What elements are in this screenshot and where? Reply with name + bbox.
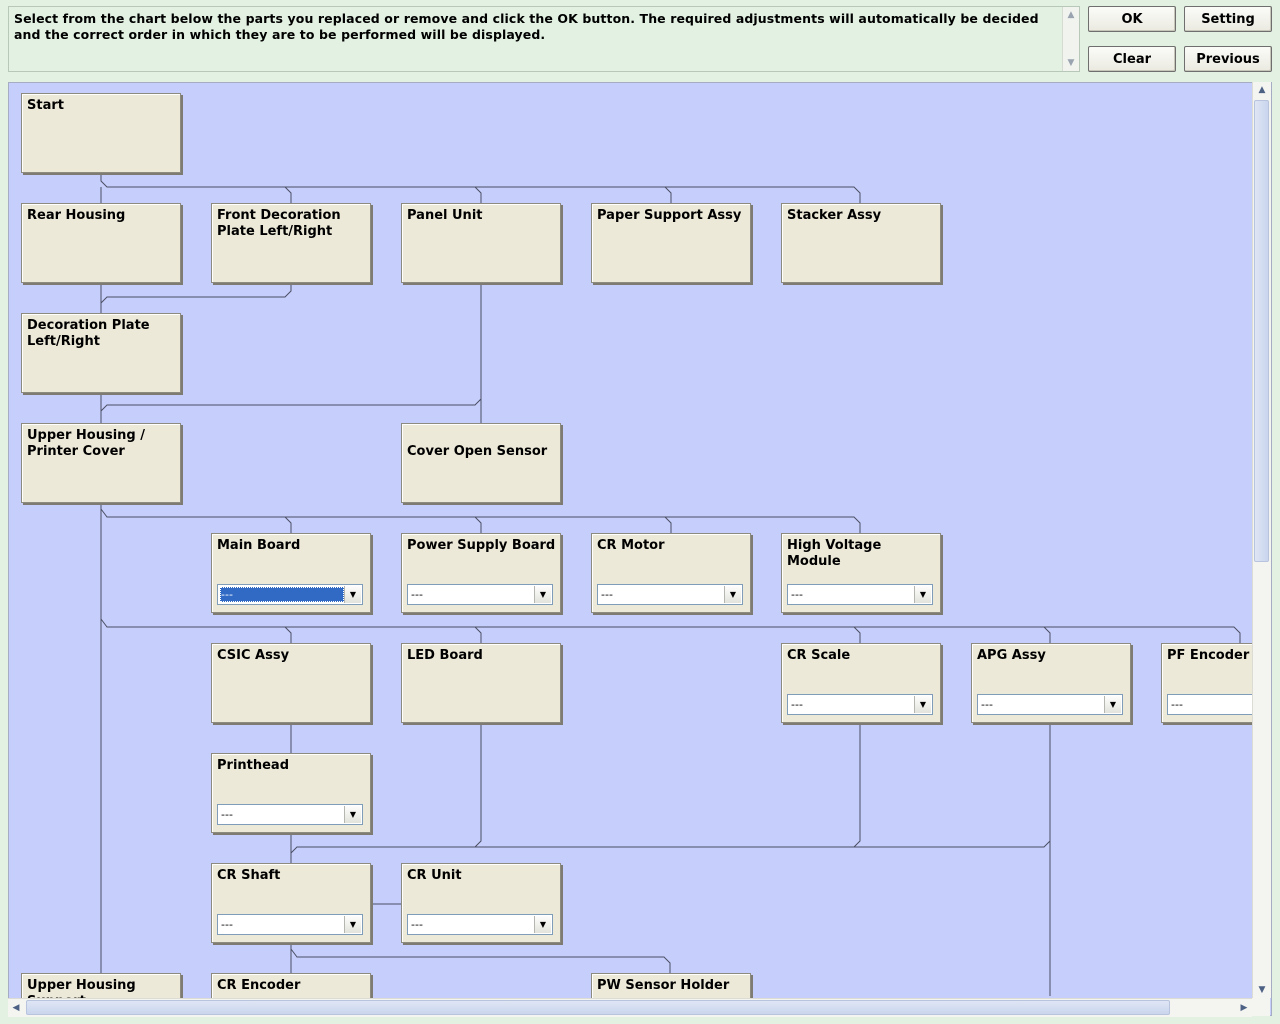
instruction-panel: Select from the chart below the parts yo… [8,6,1080,72]
node-label: High Voltage Module [787,538,882,569]
cr-motor-select[interactable]: --- ▼ [597,584,743,605]
select-value: --- [220,587,344,602]
chevron-down-icon[interactable]: ▼ [914,696,931,713]
node-label: Main Board [217,538,301,553]
previous-button[interactable]: Previous [1184,46,1272,72]
node-label: Decoration Plate Left/Right [27,318,150,349]
chevron-down-icon[interactable]: ▼ [914,586,931,603]
node-label: CSIC Assy [217,648,290,663]
node-label: Start [27,98,64,113]
scroll-right-icon[interactable]: ▶ [1240,1003,1248,1013]
node-stacker-assy[interactable]: Stacker Assy [781,203,941,283]
instruction-scrollbar[interactable]: ▲ ▼ [1062,7,1079,71]
node-label: Stacker Assy [787,208,882,223]
node-label: CR Motor [597,538,665,553]
node-label: CR Unit [407,868,462,883]
node-upper-housing-printer-cover[interactable]: Upper Housing / Printer Cover [21,423,181,503]
node-label: Power Supply Board [407,538,556,553]
node-rear-housing[interactable]: Rear Housing [21,203,181,283]
scroll-up-icon[interactable]: ▲ [1067,10,1075,20]
chevron-down-icon[interactable]: ▼ [534,586,551,603]
vertical-scrollbar[interactable]: ▲ ▼ [1252,82,1271,998]
main-board-select[interactable]: --- ▼ [217,584,363,605]
node-paper-support-assy[interactable]: Paper Support Assy [591,203,751,283]
node-main-board[interactable]: Main Board --- ▼ [211,533,371,613]
node-label: Upper Housing / Printer Cover [27,428,146,459]
node-high-voltage-module[interactable]: High Voltage Module --- ▼ [781,533,941,613]
chevron-down-icon[interactable]: ▼ [1104,696,1121,713]
select-value: --- [411,918,423,931]
scroll-up-icon[interactable]: ▲ [1258,85,1266,95]
cr-unit-select[interactable]: --- ▼ [407,914,553,935]
printhead-select[interactable]: --- ▼ [217,804,363,825]
node-label: Panel Unit [407,208,483,223]
node-panel-unit[interactable]: Panel Unit [401,203,561,283]
node-label: PF Encoder [1167,648,1250,663]
node-cr-motor[interactable]: CR Motor --- ▼ [591,533,751,613]
instruction-text: Select from the chart below the parts yo… [14,11,1039,42]
select-value: --- [411,588,423,601]
chevron-down-icon[interactable]: ▼ [724,586,741,603]
node-label: CR Encoder [217,978,301,993]
node-front-decoration-plate[interactable]: Front Decoration Plate Left/Right [211,203,371,283]
setting-button[interactable]: Setting [1184,6,1272,32]
node-cr-shaft[interactable]: CR Shaft --- ▼ [211,863,371,943]
node-cover-open-sensor[interactable]: Cover Open Sensor [401,423,561,503]
node-label: APG Assy [977,648,1046,663]
pf-encoder-select[interactable]: --- ▼ [1167,694,1271,715]
node-label: PW Sensor Holder [597,978,730,993]
node-label: Front Decoration Plate Left/Right [217,208,341,239]
select-value: --- [981,698,993,711]
select-value: --- [1171,698,1183,711]
node-label: CR Shaft [217,868,281,883]
node-printhead[interactable]: Printhead --- ▼ [211,753,371,833]
node-label: Printhead [217,758,290,773]
chevron-down-icon[interactable]: ▼ [344,586,361,603]
node-label: Cover Open Sensor [407,444,548,459]
apg-assy-select[interactable]: --- ▼ [977,694,1123,715]
cr-shaft-select[interactable]: --- ▼ [217,914,363,935]
vertical-scroll-thumb[interactable] [1254,100,1269,562]
flowchart-connectors [100,172,1241,996]
node-decoration-plate[interactable]: Decoration Plate Left/Right [21,313,181,393]
node-label: CR Scale [787,648,851,663]
horizontal-scroll-thumb[interactable] [26,1000,1170,1015]
node-start[interactable]: Start [21,93,181,173]
cr-scale-select[interactable]: --- ▼ [787,694,933,715]
scroll-left-icon[interactable]: ◀ [12,1003,20,1013]
node-label: LED Board [407,648,483,663]
chevron-down-icon[interactable]: ▼ [534,916,551,933]
select-value: --- [791,588,803,601]
scroll-down-icon[interactable]: ▼ [1067,58,1075,68]
node-cr-unit[interactable]: CR Unit --- ▼ [401,863,561,943]
chevron-down-icon[interactable]: ▼ [344,916,361,933]
clear-button[interactable]: Clear [1088,46,1176,72]
node-label: Rear Housing [27,208,126,223]
node-power-supply-board[interactable]: Power Supply Board --- ▼ [401,533,561,613]
select-value: --- [221,918,233,931]
scrollbar-corner [1252,998,1270,1016]
node-csic-assy[interactable]: CSIC Assy [211,643,371,723]
select-value: --- [601,588,613,601]
scroll-down-icon[interactable]: ▼ [1258,985,1266,995]
select-value: --- [221,808,233,821]
ok-button[interactable]: OK [1088,6,1176,32]
flowchart-area: Start Rear Housing Front Decoration Plat… [8,82,1272,1016]
power-supply-board-select[interactable]: --- ▼ [407,584,553,605]
high-voltage-module-select[interactable]: --- ▼ [787,584,933,605]
node-apg-assy[interactable]: APG Assy --- ▼ [971,643,1131,723]
horizontal-scrollbar[interactable]: ◀ ▶ [8,998,1252,1017]
node-cr-scale[interactable]: CR Scale --- ▼ [781,643,941,723]
select-value: --- [791,698,803,711]
node-label: Paper Support Assy [597,208,742,223]
chevron-down-icon[interactable]: ▼ [344,806,361,823]
node-led-board[interactable]: LED Board [401,643,561,723]
